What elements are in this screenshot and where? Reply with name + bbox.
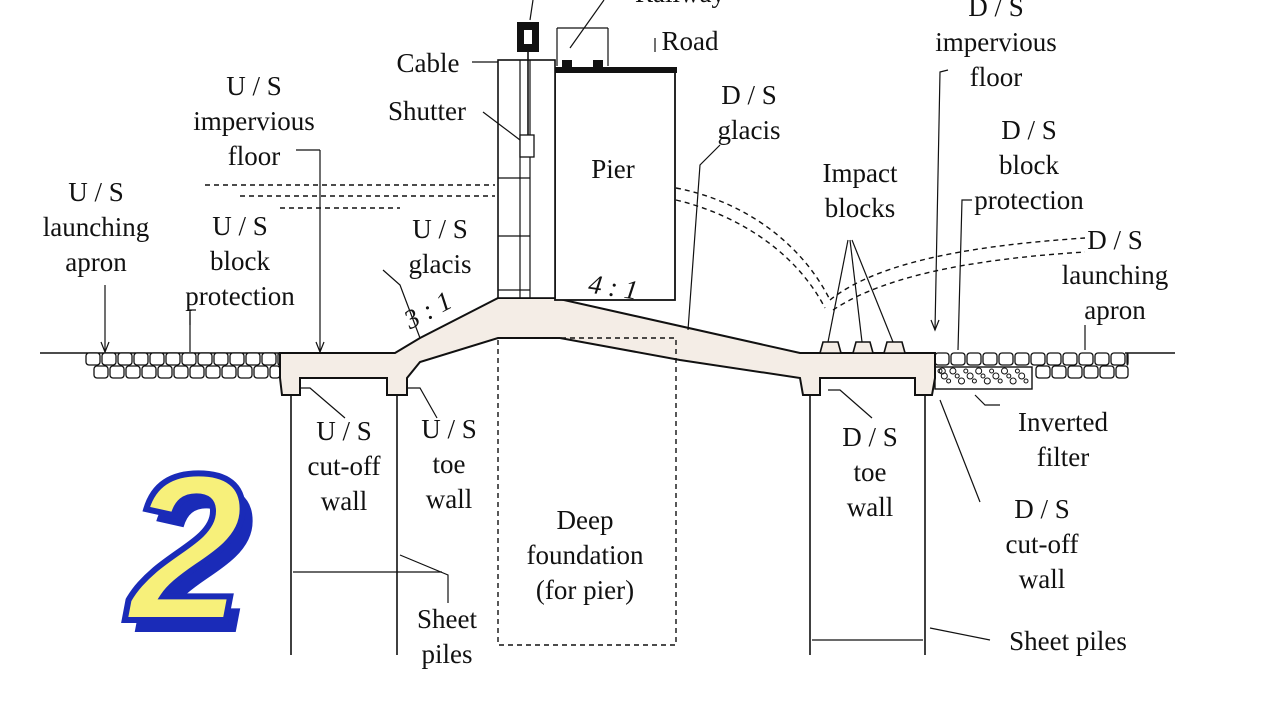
impact-blocks [818, 341, 907, 354]
ds-block-protection-blocks [934, 352, 1129, 379]
shutter-gate [497, 22, 556, 299]
pier-label: Pier [591, 154, 635, 184]
svg-text:2: 2 [124, 430, 245, 665]
road-deck [553, 27, 677, 73]
sheet-piles-right-label: Sheet piles [1009, 626, 1127, 656]
road-label: Road [662, 26, 719, 56]
diagram-labels: RailwayRoadCableShutterPier U / Simpervio… [43, 0, 1168, 669]
upstream-water-surface [205, 184, 495, 209]
barrage-floor-body [279, 297, 936, 396]
railway-label: Railway [635, 0, 725, 8]
cable-label: Cable [397, 48, 460, 78]
slide-number-badge: 2 2 [121, 427, 255, 677]
sheet-piles [290, 395, 926, 655]
leader-lines [100, 0, 1086, 641]
svg-text:2: 2 [134, 442, 255, 677]
pier [554, 71, 676, 301]
us-block-protection-blocks [85, 352, 281, 379]
shutter-label: Shutter [388, 96, 466, 126]
ds-slope-ratio: 4 : 1 [587, 269, 640, 306]
inverted-filter-layer [934, 366, 1033, 390]
